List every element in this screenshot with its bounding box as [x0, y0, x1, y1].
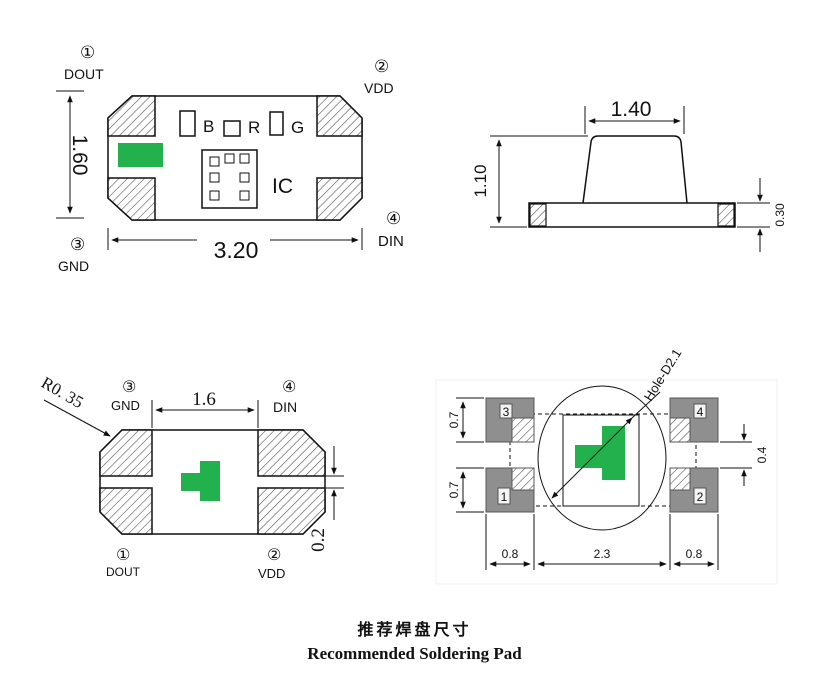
bottom-pin3-name: GND — [111, 398, 140, 413]
bottom-pin2-num: ② — [267, 547, 281, 564]
pad-gap-dim: 0.4 — [755, 446, 769, 463]
pad-width-left-dim: 0.8 — [502, 547, 519, 561]
bottom-view: R0. 35 ③ GND ④ DIN ① DOUT ② VDD 1.6 0.2 — [38, 373, 344, 581]
ic-chip — [201, 149, 258, 209]
top-pad-dout — [107, 95, 156, 137]
top-pin2-num: ② — [374, 57, 389, 76]
caption-english: Recommended Soldering Pad — [307, 644, 522, 663]
caption-chinese: 推荐焊盘尺寸 — [357, 620, 472, 639]
top-pin1-name: DOUT — [64, 66, 104, 82]
chip-r — [223, 120, 241, 137]
pad-width-mid-dim: 2.3 — [594, 547, 611, 561]
pad-2-label: 2 — [697, 490, 704, 504]
side-base — [528, 202, 736, 228]
side-dome — [582, 135, 688, 204]
bottom-pin1-name: DOUT — [106, 565, 141, 579]
pad-3-label: 3 — [503, 405, 510, 419]
top-height-dim: 1.60 — [68, 135, 91, 176]
bottom-pin2-name: VDD — [258, 566, 285, 581]
chip-r-label: R — [248, 118, 260, 137]
pad-4-label: 4 — [697, 405, 704, 419]
chip-g-label: G — [291, 118, 304, 137]
top-pad-din — [316, 177, 363, 221]
solder-pad-layout: 3 4 1 2 Hole-D2.1 0.7 0.7 0.4 — [435, 346, 778, 585]
top-pin3-name: GND — [58, 258, 89, 274]
top-pad-vdd — [316, 95, 363, 137]
bottom-gap-dim: 0.2 — [308, 528, 329, 552]
side-height-dim: 1.10 — [471, 164, 490, 197]
ic-label: IC — [272, 175, 293, 198]
top-pin2-name: VDD — [364, 80, 394, 96]
side-top-width-dim: 1.40 — [611, 98, 652, 121]
bottom-radius-dim: R0. 35 — [38, 373, 87, 412]
top-pad-gnd — [107, 177, 156, 221]
bottom-pin3-num: ③ — [122, 379, 136, 396]
top-pin1-num: ① — [80, 43, 95, 62]
pad-width-right-dim: 0.8 — [686, 547, 703, 561]
bottom-pin1-num: ① — [116, 547, 130, 564]
bottom-width-dim: 1.6 — [192, 389, 216, 410]
top-pin4-name: DIN — [378, 233, 404, 250]
led-marker — [118, 143, 163, 167]
pad-height-top-dim: 0.7 — [447, 411, 461, 428]
top-pin3-num: ③ — [70, 235, 85, 254]
pad-height-bottom-dim: 0.7 — [447, 481, 461, 498]
hole-circle — [537, 385, 667, 531]
bottom-pin4-name: DIN — [273, 399, 297, 415]
chip-b — [179, 110, 196, 137]
top-width-dim: 3.20 — [214, 237, 259, 263]
side-view: 1.40 1.10 0.30 — [471, 98, 787, 252]
side-base-height-dim: 0.30 — [773, 203, 787, 227]
bottom-pin4-num: ④ — [282, 379, 296, 396]
top-view: B R G IC ① DOUT ② VDD ③ GND ④ DIN 1.60 3… — [56, 43, 404, 274]
chip-b-label: B — [203, 117, 214, 136]
bottom-polarity-mark — [181, 461, 220, 501]
top-pin4-num: ④ — [386, 209, 401, 228]
chip-g — [269, 111, 284, 136]
pad-1-label: 1 — [501, 490, 508, 504]
